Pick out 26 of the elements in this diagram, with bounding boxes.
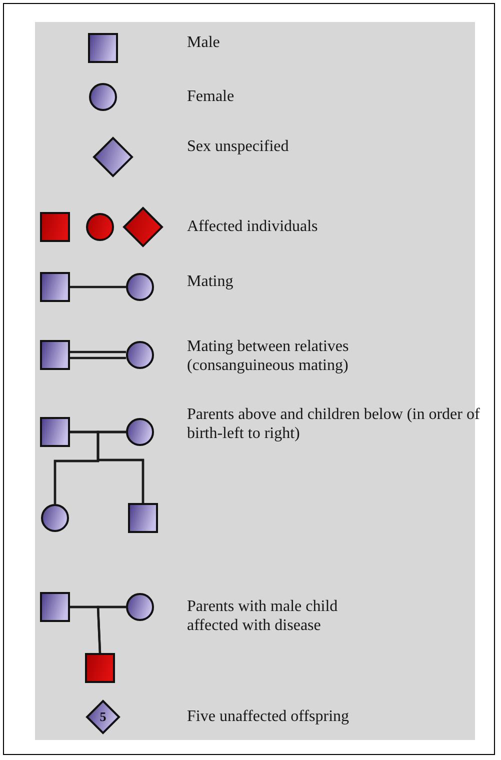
legend-description: Parents above and children below (in order of birth-left to right) [187, 405, 481, 443]
legend-description: Mating [187, 272, 234, 291]
diamond-symbol [92, 136, 134, 178]
diamond-symbol [86, 700, 120, 734]
square-symbol [128, 503, 158, 533]
diamond-symbol [122, 206, 164, 248]
square-symbol [40, 212, 70, 242]
square-symbol [40, 272, 70, 302]
pedigree-line [96, 430, 144, 503]
legend-description: Mating between relatives (consanguineous mating) [187, 337, 350, 375]
square-symbol [88, 33, 118, 63]
square-symbol [40, 340, 70, 370]
legend-description: Parents with male child affected with disease [187, 597, 339, 635]
pedigree-line [70, 350, 126, 354]
pedigree-line [70, 356, 126, 360]
square-symbol [40, 417, 70, 447]
pedigree-line [70, 286, 126, 288]
pedigree-line [96, 606, 126, 654]
square-symbol [85, 653, 115, 683]
square-symbol [40, 592, 70, 622]
legend-description: Five unaffected offspring [187, 707, 350, 726]
count-number: 5 [98, 708, 108, 726]
legend-description: Female [187, 87, 236, 106]
legend-description: Male [187, 33, 221, 52]
legend-description: Affected individuals [187, 217, 319, 236]
legend-description: Sex unspecified [187, 137, 290, 156]
